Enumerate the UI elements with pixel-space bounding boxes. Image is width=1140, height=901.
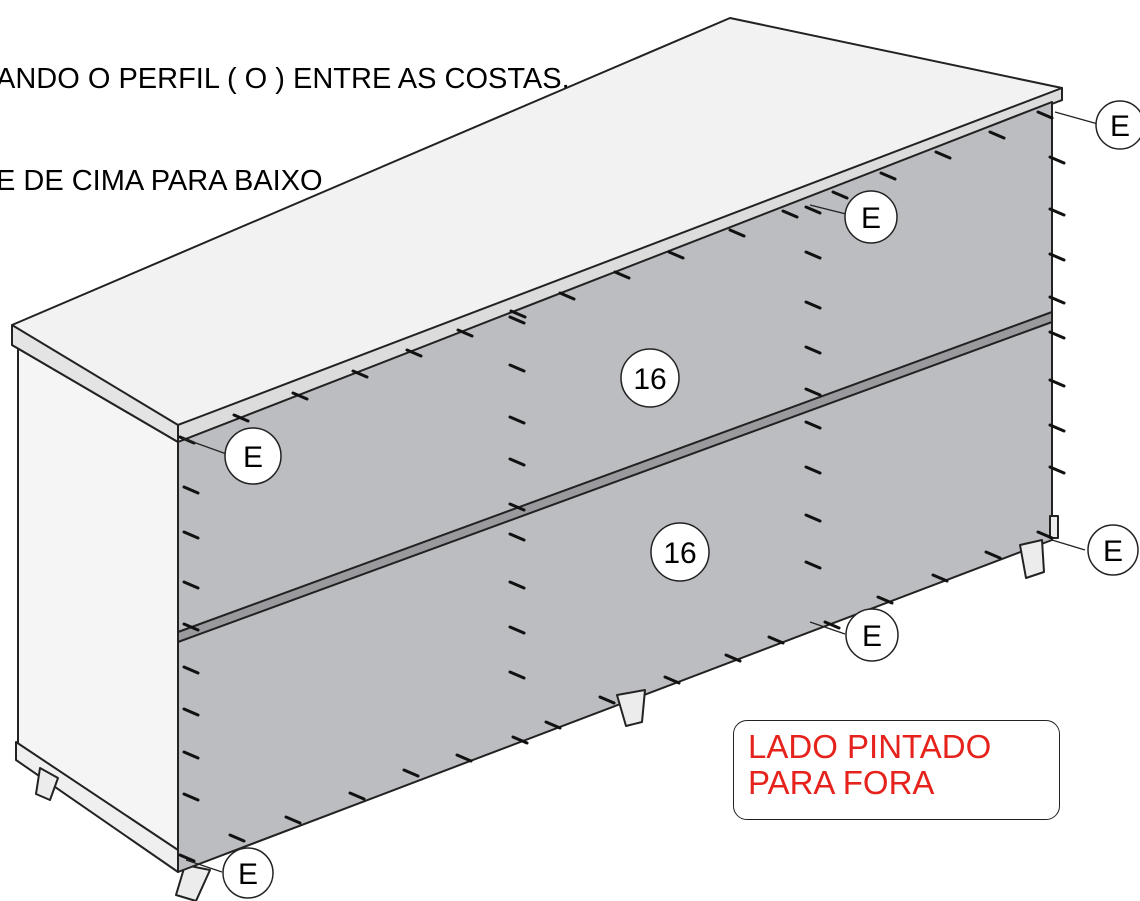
part-callout-bottom-label: 16	[663, 537, 696, 570]
screw-mark	[804, 300, 822, 310]
screw-mark	[663, 675, 681, 685]
screw-callout-4: E	[1087, 524, 1139, 576]
screw-mark	[667, 250, 685, 260]
screw-mark	[804, 513, 822, 523]
screw-mark	[291, 391, 309, 401]
screw-callout-6: E	[222, 847, 274, 899]
screw-callout-4-label: E	[1103, 535, 1123, 568]
screw-mark	[598, 695, 616, 705]
note-line-2: PARA FORA	[748, 764, 935, 801]
screw-mark	[1048, 423, 1066, 433]
screw-mark	[182, 530, 200, 540]
screw-mark	[232, 413, 250, 423]
leg-back-right	[1019, 539, 1045, 579]
leg-front-left	[35, 767, 59, 801]
screw-mark	[879, 171, 897, 181]
screw-mark	[508, 625, 526, 635]
screw-mark	[1036, 530, 1054, 540]
screw-mark	[724, 653, 742, 663]
screw-mark	[804, 250, 822, 260]
leg-back-center	[616, 689, 646, 727]
screw-mark	[558, 291, 576, 301]
screw-mark	[508, 363, 526, 373]
screw-mark	[508, 457, 526, 467]
foot-back-right	[1049, 515, 1059, 539]
screw-mark	[348, 791, 366, 801]
screw-callout-3: E	[1095, 100, 1140, 150]
screw-mark	[1036, 110, 1054, 120]
leg-back-left	[175, 864, 211, 901]
screw-mark	[1048, 465, 1066, 475]
screw-mark	[823, 620, 841, 630]
screw-mark	[455, 753, 473, 763]
instruction-line-2: E DE CIMA PARA BAIXO	[0, 165, 323, 197]
screw-mark	[182, 792, 200, 802]
screw-mark	[1048, 378, 1066, 388]
screw-mark	[508, 502, 526, 512]
screw-mark	[804, 420, 822, 430]
screw-mark	[182, 750, 200, 760]
screw-mark	[182, 580, 200, 590]
screw-mark	[182, 485, 200, 495]
screw-mark	[804, 560, 822, 570]
screw-mark	[804, 465, 822, 475]
screw-mark	[508, 580, 526, 590]
screw-mark	[508, 315, 526, 325]
assembly-instructions: ANDO O PERFIL ( O ) ENTRE AS COSTAS. E D…	[0, 0, 570, 232]
screw-mark	[1048, 252, 1066, 262]
top-panel-side-edge	[177, 87, 1063, 443]
screw-callout-5: E	[845, 608, 899, 662]
screw-mark	[508, 670, 526, 680]
screw-mark	[804, 387, 822, 397]
screw-mark	[1048, 155, 1066, 165]
screw-mark	[178, 853, 196, 863]
screw-mark	[508, 415, 526, 425]
screw-mark	[767, 635, 785, 645]
screw-mark	[508, 532, 526, 542]
painted-side-note: LADO PINTADO PARA FORA	[733, 720, 1060, 820]
screw-mark	[728, 228, 746, 238]
screw-mark	[931, 573, 949, 583]
screw-mark	[781, 209, 799, 219]
screw-callout-1: E	[224, 427, 282, 485]
screw-mark	[984, 550, 1002, 560]
screw-callout-6-label: E	[238, 858, 258, 891]
screw-mark	[402, 768, 420, 778]
part-callout-bottom: 16	[650, 522, 710, 582]
part-callout-top: 16	[620, 348, 680, 408]
screw-mark	[804, 345, 822, 355]
screw-mark	[544, 720, 562, 730]
instruction-line-1: ANDO O PERFIL ( O ) ENTRE AS COSTAS.	[0, 63, 570, 95]
screw-callout-2: E	[844, 190, 898, 244]
screw-callout-2-label: E	[861, 202, 881, 235]
screw-mark	[1048, 295, 1066, 305]
profile-strip	[177, 311, 1053, 643]
screw-mark	[1048, 207, 1066, 217]
screw-mark	[988, 130, 1006, 140]
screw-mark	[405, 348, 423, 358]
screw-mark	[509, 309, 527, 319]
screw-callout-1-label: E	[243, 441, 263, 474]
screw-callout-5-label: E	[862, 620, 882, 653]
screw-set	[178, 110, 1066, 863]
screw-mark	[934, 150, 952, 160]
screw-mark	[1048, 330, 1066, 340]
screw-mark	[804, 205, 822, 215]
screw-mark	[613, 270, 631, 280]
screw-mark	[351, 369, 369, 379]
screw-callout-3-label: E	[1110, 110, 1130, 143]
screw-mark	[182, 665, 200, 675]
screw-mark	[228, 833, 246, 843]
screw-mark	[182, 707, 200, 717]
part-callout-top-label: 16	[633, 363, 666, 396]
screw-mark	[876, 595, 894, 605]
note-line-1: LADO PINTADO	[748, 728, 992, 765]
screw-mark	[284, 815, 302, 825]
screw-mark	[182, 622, 200, 632]
screw-mark	[511, 735, 529, 745]
screw-mark	[456, 328, 474, 338]
screw-mark	[831, 190, 849, 200]
